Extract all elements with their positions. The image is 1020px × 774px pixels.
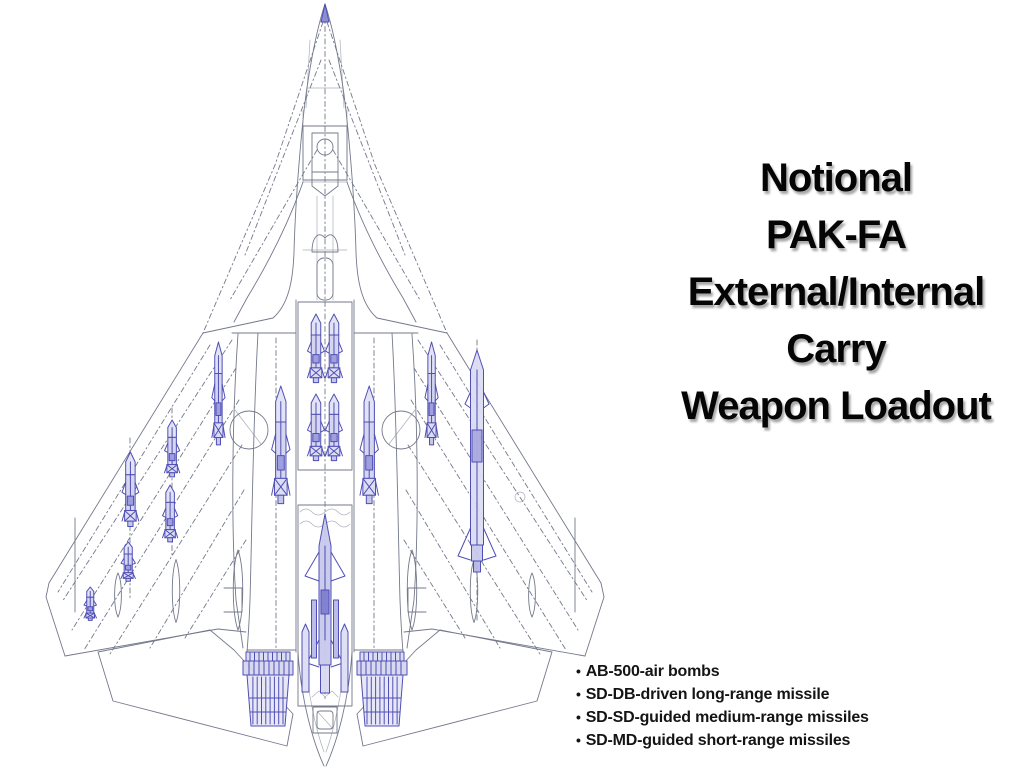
legend-item-short-range-missiles: • SD-MD-guided short-range missiles: [576, 729, 869, 752]
right-wing-long-range-missile: [457, 349, 497, 573]
bullet-icon: •: [576, 709, 581, 725]
left-wing-missiles: [83, 419, 181, 621]
title-line-5: Weapon Loadout: [681, 384, 992, 428]
weapons-overlay: [83, 3, 497, 726]
aft-weapon-bay: [297, 504, 353, 707]
legend-item-label: SD-DB-driven long-range missile: [585, 686, 830, 703]
legend-item-label: SD-MD-guided short-range missiles: [585, 732, 851, 749]
nose-probe-icon: [320, 3, 330, 23]
bullet-icon: •: [576, 663, 581, 679]
weapons-right-side: [357, 342, 438, 726]
bullet-icon: •: [576, 686, 581, 702]
tail-sting-bay: [312, 706, 338, 734]
forward-weapon-bay: [297, 301, 353, 471]
title-line-4: Carry: [786, 327, 887, 371]
legend-item-label: SD-SD-guided medium-range missiles: [585, 709, 869, 726]
title-line-3: External/Internal: [687, 270, 985, 314]
aircraft-diagram: [0, 3, 660, 774]
internal-long-range-missile: [301, 513, 349, 694]
cockpit-canopy-icon: [316, 138, 334, 156]
weapons-left-side: [212, 342, 293, 726]
cockpit-frame: [302, 125, 348, 181]
title-line-2: PAK-FA: [766, 213, 907, 257]
title-line-1: Notional: [760, 156, 913, 200]
legend-item-long-range-missile: • SD-DB-driven long-range missile: [576, 683, 869, 706]
weapon-legend: • AB-500-air bombs • SD-DB-driven long-r…: [576, 660, 869, 752]
legend-item-air-bombs: • AB-500-air bombs: [576, 660, 869, 683]
slide-title: Notional PAK-FA External/Internal Carry …: [658, 150, 1014, 435]
bullet-icon: •: [576, 732, 581, 748]
legend-item-label: AB-500-air bombs: [585, 663, 720, 680]
legend-item-medium-range-missiles: • SD-SD-guided medium-range missiles: [576, 706, 869, 729]
